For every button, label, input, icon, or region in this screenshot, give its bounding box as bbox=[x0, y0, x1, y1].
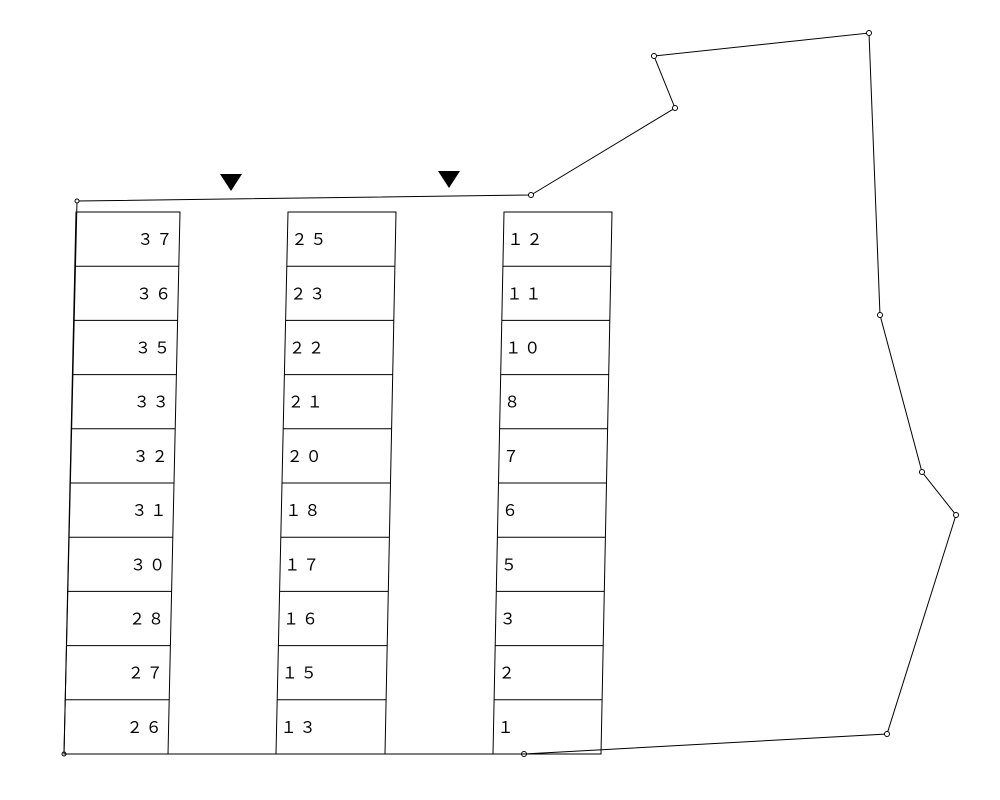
stall-number: １７ bbox=[284, 555, 322, 574]
stall-number: ３１ bbox=[131, 501, 169, 520]
stall-number: ３ bbox=[500, 610, 519, 629]
stall-number: １３ bbox=[281, 718, 319, 737]
stall-number: ２３ bbox=[290, 284, 328, 303]
stall-number: ８ bbox=[504, 393, 523, 412]
stall-number: ３３ bbox=[134, 393, 172, 412]
entrance-arrow-2 bbox=[438, 171, 460, 188]
stall-number: １８ bbox=[285, 501, 323, 520]
boundary-node bbox=[884, 731, 890, 737]
entrance-arrow-1 bbox=[220, 174, 242, 191]
parking-stalls: ３７３６３５３３３２３１３０２８２７２６２５２３２２２１２０１８１７１６１５１３… bbox=[63, 211, 613, 755]
stall-number: ３２ bbox=[133, 447, 171, 466]
boundary-nodes bbox=[61, 30, 959, 757]
stall-number: ２６ bbox=[127, 718, 165, 737]
stall-number: ２８ bbox=[129, 610, 167, 629]
stall-number: ６ bbox=[502, 501, 521, 520]
stall-number: １ bbox=[498, 718, 517, 737]
stall-number: １０ bbox=[505, 339, 543, 358]
boundary-node bbox=[74, 198, 80, 204]
stall-number: ２０ bbox=[287, 447, 325, 466]
stall-number: ２５ bbox=[291, 230, 329, 249]
boundary-node bbox=[528, 192, 534, 198]
stall-number: １５ bbox=[282, 664, 320, 683]
stall-column-outline bbox=[275, 211, 397, 755]
boundary-node bbox=[919, 469, 925, 475]
boundary-node bbox=[953, 512, 959, 518]
middle-column: ２５ ２３ ２２ ２１ ２０ １８ １７ １６ １５ １３ bbox=[275, 211, 397, 755]
stall-number: ３６ bbox=[136, 284, 174, 303]
stall-number: ３５ bbox=[135, 339, 173, 358]
boundary-node bbox=[877, 312, 883, 318]
stall-number: ２２ bbox=[289, 339, 327, 358]
stall-number: ２７ bbox=[128, 664, 166, 683]
stall-number: １６ bbox=[283, 610, 321, 629]
stall-column-outline bbox=[63, 211, 181, 755]
stall-number: ７ bbox=[503, 447, 522, 466]
stall-number: ３７ bbox=[137, 230, 175, 249]
stall-number: ３０ bbox=[130, 555, 168, 574]
boundary-node bbox=[672, 105, 678, 111]
stall-number: １２ bbox=[507, 230, 545, 249]
left-column: ３７ ３６ ３５ ３３ ３２ ３１ ３０ ２８ ２７ ２６ bbox=[63, 211, 181, 755]
stall-column-outline bbox=[492, 211, 613, 755]
right-column: １２ １１ １０ ８ ７ ６ ５ ３ ２ １ bbox=[492, 211, 613, 755]
stall-number: ２１ bbox=[288, 393, 326, 412]
stall-number: １１ bbox=[506, 284, 544, 303]
boundary-node bbox=[866, 30, 872, 36]
boundary-node bbox=[651, 53, 657, 59]
stall-number: ５ bbox=[501, 555, 520, 574]
stall-number: ２ bbox=[499, 664, 518, 683]
